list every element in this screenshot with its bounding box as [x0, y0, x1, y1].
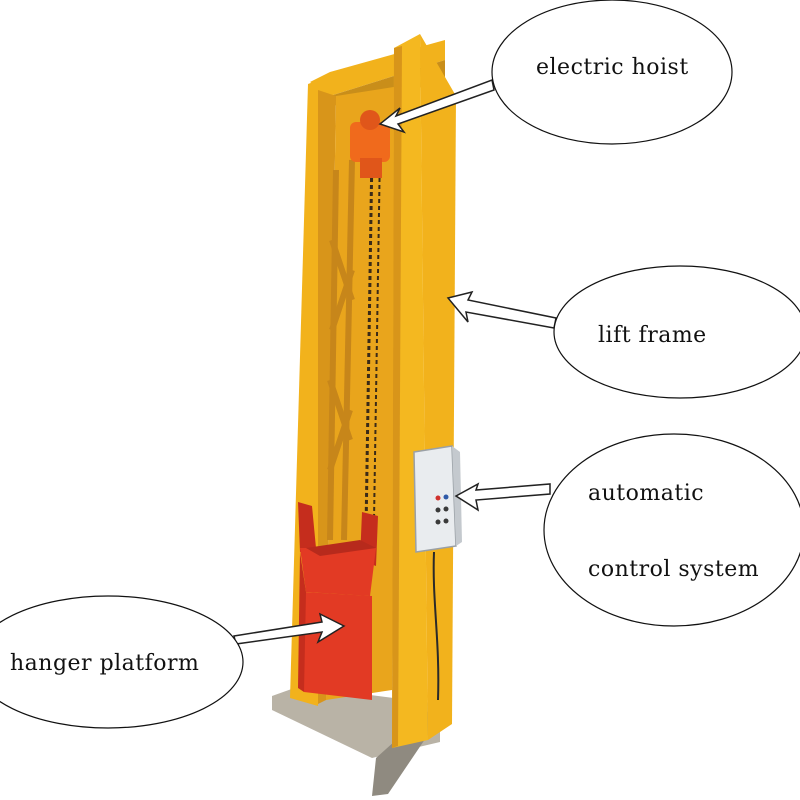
control-box-icon: [413, 445, 462, 701]
hoist-chain-2: [373, 149, 381, 521]
callout-arrows: [233, 78, 557, 645]
arrow-lift-frame: [446, 290, 557, 329]
callout-automatic-control: [543, 433, 800, 627]
label-electric-hoist: electric hoist: [536, 55, 689, 80]
callout-electric-hoist: [491, 0, 733, 145]
label-lift-frame: lift frame: [598, 323, 707, 348]
lattice: [327, 159, 355, 541]
label-automatic: automatic: [588, 481, 704, 506]
right-post-edge: [392, 46, 402, 748]
label-hanger-platform: hanger platform: [10, 651, 199, 676]
callout-lift-frame: [553, 265, 800, 399]
right-post-face: [420, 34, 456, 740]
hoist-chain: [364, 149, 374, 531]
label-control-system: control system: [588, 557, 759, 582]
electric-hoist-icon: [350, 110, 390, 178]
lift-machine: [272, 34, 462, 796]
arrow-control-system: [454, 482, 551, 512]
callout-hanger-platform: [0, 595, 244, 729]
arrow-electric-hoist: [378, 78, 495, 134]
